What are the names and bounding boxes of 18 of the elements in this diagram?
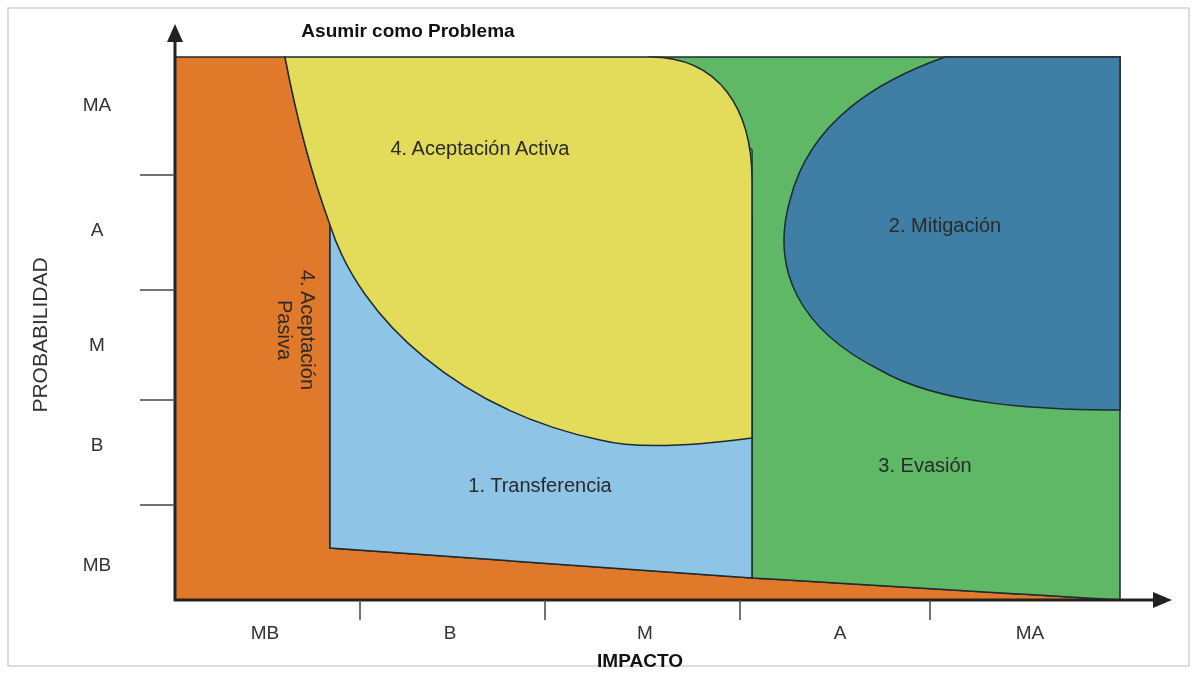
tick-label: MA: [1015, 622, 1045, 644]
tick-label: MB: [250, 622, 280, 644]
tick-label: A: [90, 219, 104, 241]
chart-title: Asumir como Problema: [301, 20, 515, 42]
tick-label: A: [833, 622, 847, 644]
tick-label: B: [443, 622, 457, 644]
region-label: 2. Mitigación: [888, 213, 1002, 237]
region-label: 4. Aceptación Pasiva: [273, 268, 319, 393]
tick-label: MB: [82, 554, 112, 576]
tick-label: B: [90, 434, 104, 456]
tick-label: M: [89, 334, 105, 356]
tick-label: M: [637, 622, 653, 644]
tick-label: MA: [82, 94, 112, 116]
axis-title: PROBABILIDAD: [28, 257, 52, 413]
axis-title: IMPACTO: [597, 650, 683, 672]
region-label: 4. Aceptación Activa: [390, 136, 570, 160]
region-label: 1. Transferencia: [468, 473, 612, 497]
region-label: 3. Evasión: [878, 453, 972, 477]
